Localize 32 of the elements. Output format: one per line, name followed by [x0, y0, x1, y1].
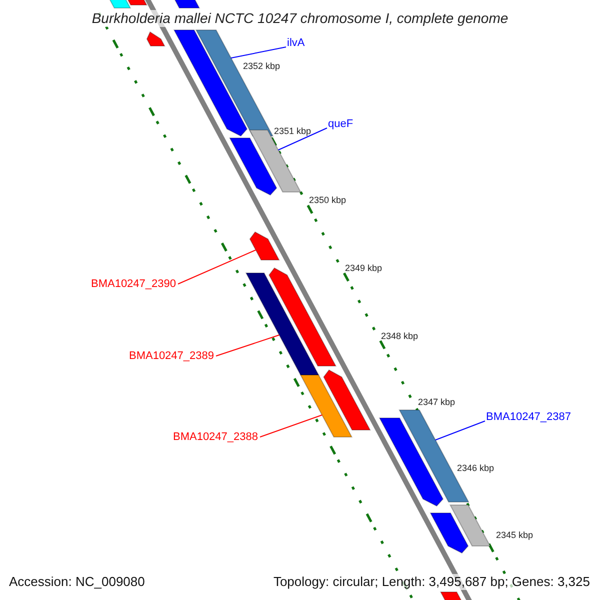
gene-feature [249, 231, 280, 260]
scale-label: 2349 kbp [345, 263, 382, 274]
leader-line [434, 420, 486, 440]
gene-feature [268, 267, 337, 366]
accession-label: Accession: NC_009080 [9, 574, 145, 590]
leader-line [278, 128, 328, 150]
gene-label: BMA10247_2390 [90, 277, 176, 291]
gene-label: queF [328, 117, 354, 131]
gene-feature [300, 374, 353, 438]
leader-line [260, 414, 323, 438]
gene-feature [245, 272, 320, 376]
gene-label: ilvA [287, 36, 305, 50]
gene-label: BMA10247_2388 [172, 430, 258, 444]
scale-label: 2347 kbp [418, 397, 456, 408]
scale-label: 2351 kbp [274, 126, 312, 137]
gene-feature [323, 369, 371, 430]
gene-feature [449, 504, 491, 546]
scale-label: 2350 kbp [309, 195, 346, 206]
scale-label: 2346 kbp [457, 463, 494, 474]
gene-feature [228, 138, 278, 196]
scale-label: 2345 kbp [496, 530, 534, 541]
leader-line [178, 250, 256, 284]
gene-label: BMA10247_2389 [128, 349, 214, 363]
gene-feature [146, 31, 166, 46]
genome-stats: Topology: circular; Length: 3,495,687 bp; Genes: 3,325 [273, 574, 590, 590]
scale-label: 2352 kbp [243, 61, 280, 72]
leader-line [230, 46, 286, 58]
leader-line [216, 334, 280, 356]
gene-feature [378, 418, 444, 507]
scale-label: 2348 kbp [381, 331, 418, 342]
gene-label: BMA10247_2387 [486, 410, 572, 424]
gene-feature [430, 512, 469, 554]
